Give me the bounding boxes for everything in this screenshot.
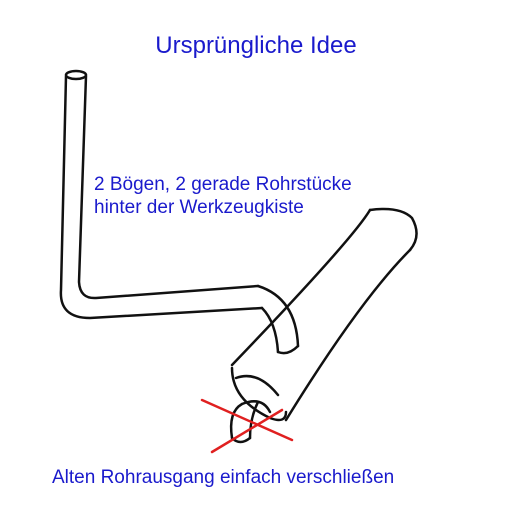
footer-note: Alten Rohrausgang einfach verschließen: [52, 467, 395, 488]
description-line-1: 2 Bögen, 2 gerade Rohrstücke: [94, 174, 352, 195]
description-line-2: hinter der Werkzeugkiste: [94, 197, 304, 218]
diagram-title: Ursprüngliche Idee: [155, 32, 357, 59]
large-pipe: [230, 207, 418, 422]
pipe-bend: [256, 284, 300, 355]
thin-pipe: [59, 69, 264, 320]
cross-mark-icon: [200, 398, 294, 454]
